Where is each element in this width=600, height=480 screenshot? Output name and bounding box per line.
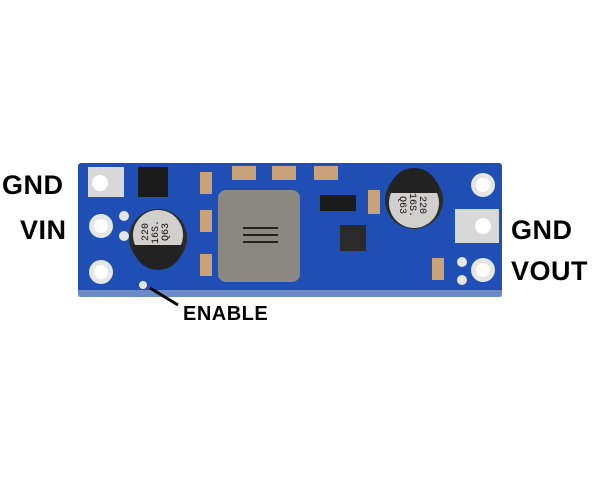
mosfet-chip [138, 167, 168, 197]
label-enable: ENABLE [183, 303, 269, 325]
cap-marking-1: 220 [416, 196, 427, 214]
cap-marking-1: 220 [141, 223, 152, 241]
pad-enable [139, 281, 147, 289]
controller-ic [340, 225, 366, 251]
capacitor-left: 220 16S. Q63 [129, 209, 187, 270]
label-gnd-left: GND [2, 170, 64, 200]
label-gnd-right: GND [511, 215, 573, 245]
cap-marking-3: Q63 [396, 196, 407, 214]
label-vin: VIN [20, 215, 67, 245]
enable-leader-line [149, 286, 179, 307]
label-vout: VOUT [511, 256, 589, 286]
capacitor-right: 220 16S. Q63 [385, 168, 443, 229]
cap-marking-2: 16S. [151, 220, 162, 244]
cap-marking-2: 16S. [406, 193, 417, 217]
cap-marking-3: Q63 [161, 223, 172, 241]
